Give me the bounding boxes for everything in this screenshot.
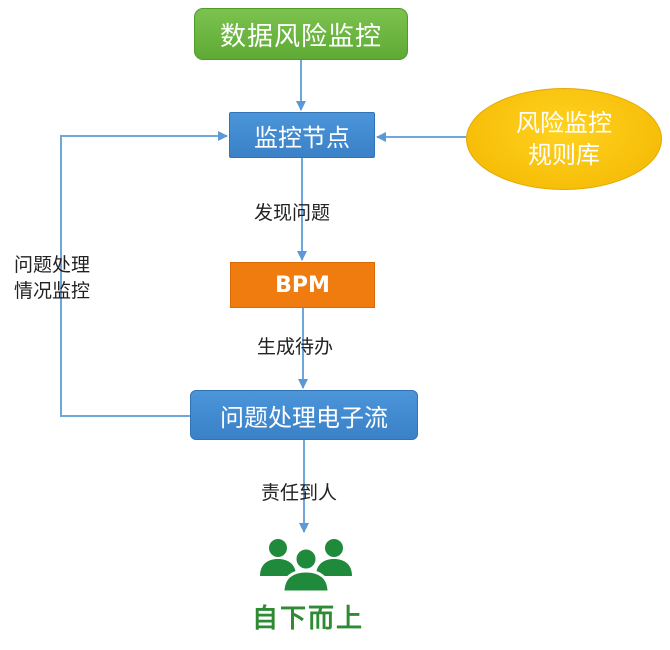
edge-label-feedback-line2: 情况监控	[14, 280, 91, 302]
edge-label-feedback-line1: 问题处理	[14, 254, 91, 276]
node-risk-rules-line1: 风险监控	[516, 109, 612, 137]
edge-label-responsibility: 责任到人	[261, 482, 338, 504]
edge-label-found-problem: 发现问题	[254, 202, 331, 224]
edge-label-generate-todo: 生成待办	[257, 336, 334, 358]
node-problem-flow-label: 问题处理电子流	[220, 403, 388, 432]
arrow-feedback-loop	[60, 131, 228, 417]
node-data-risk-monitoring-label: 数据风险监控	[219, 21, 382, 52]
edge-label-feedback: 问题处理 情况监控	[14, 252, 90, 304]
node-monitoring-label: 监控节点	[254, 123, 350, 152]
node-risk-rules: 风险监控 规则库	[466, 88, 662, 190]
bottom-title: 自下而上	[252, 604, 365, 634]
node-risk-rules-line2: 规则库	[528, 141, 600, 169]
node-bpm-label: BPM	[275, 272, 330, 298]
node-monitoring: 监控节点	[229, 112, 375, 158]
node-problem-flow: 问题处理电子流	[190, 390, 418, 440]
node-bpm: BPM	[230, 262, 375, 308]
node-data-risk-monitoring: 数据风险监控	[194, 8, 408, 60]
people-group-icon	[260, 539, 352, 594]
